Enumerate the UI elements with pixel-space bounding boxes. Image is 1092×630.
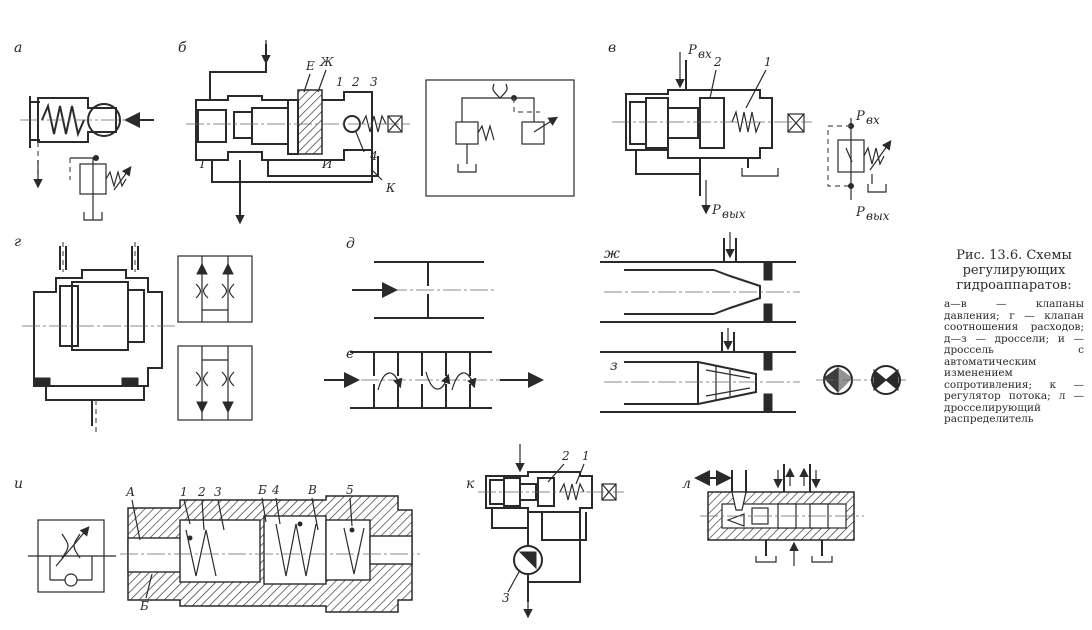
label-p-out-main-sub: вых	[722, 207, 746, 221]
label-p-out-symbol-sub: вых	[866, 209, 890, 223]
label-b-E: Е	[305, 59, 315, 73]
panel-label-k: к	[466, 476, 475, 492]
label-i-B: Б	[257, 483, 267, 497]
panel-label-d: д	[346, 236, 355, 252]
label-p-in-main-sub: вх	[698, 47, 712, 61]
panel-label-zh: ж	[604, 246, 620, 262]
panel-g-valve: г	[14, 234, 253, 432]
panel-b-valve: б Е Ж 1 2 3 Г И 4 К	[178, 40, 575, 225]
label-i-3: 3	[214, 485, 222, 499]
caption-body: а—в — клапаны давления; г — клапан соотн…	[944, 298, 1084, 425]
panel-d-e-throttles: д е	[324, 236, 544, 409]
label-i-A: А	[125, 485, 135, 499]
panel-label-b: б	[178, 40, 187, 56]
label-k-3: 3	[502, 591, 510, 605]
panel-label-l: л	[682, 476, 691, 492]
label-p-in-symbol-sub: вх	[866, 113, 880, 127]
panel-label-g: г	[14, 234, 21, 250]
panel-label-e: е	[346, 346, 354, 362]
panel-label-a: а	[14, 40, 22, 56]
label-b-3: 3	[370, 75, 378, 89]
label-i-2: 2	[197, 485, 206, 499]
label-p-in-main: P	[687, 43, 697, 58]
panel-v-valve: в P вх P вых 2 1 P вх	[608, 40, 892, 223]
panel-label-v: в	[608, 40, 616, 56]
panel-k-flow-regulator: к 2 1 3	[466, 444, 624, 619]
label-v-2: 2	[713, 55, 722, 69]
panel-i-throttle: и А 1 2 3 Б 4 В 5 Б	[14, 476, 420, 613]
label-b-1: 1	[336, 75, 344, 89]
panel-a-valve: а	[14, 40, 154, 221]
label-p-in-symbol: P	[855, 109, 865, 124]
label-b-Zh: Ж	[319, 55, 334, 69]
label-i-V: В	[307, 483, 317, 497]
label-b-2: 2	[351, 75, 360, 89]
panel-label-z: з	[610, 358, 618, 374]
figure-caption: Рис. 13.6. Схемы регулирующих гидроаппар…	[944, 248, 1084, 426]
label-k-1: 1	[582, 449, 590, 463]
label-p-out-symbol: P	[855, 205, 865, 220]
label-p-out-main: P	[711, 203, 721, 218]
label-v-1: 1	[764, 55, 772, 69]
label-b-4: 4	[369, 149, 378, 163]
label-i-1: 1	[180, 485, 188, 499]
panel-zh-z-throttles: ж з	[600, 232, 906, 413]
label-k-2: 2	[561, 449, 570, 463]
label-b-G: Г	[199, 157, 209, 171]
label-b-K: К	[385, 181, 396, 195]
label-i-5: 5	[346, 483, 354, 497]
panel-label-i: и	[14, 476, 23, 492]
caption-title: Рис. 13.6. Схемы регулирующих гидроаппар…	[956, 248, 1072, 293]
label-b-I: И	[321, 157, 333, 171]
label-i-4: 4	[271, 483, 280, 497]
panel-l-distributor: л	[682, 464, 864, 566]
label-i-B2: Б	[139, 599, 149, 613]
